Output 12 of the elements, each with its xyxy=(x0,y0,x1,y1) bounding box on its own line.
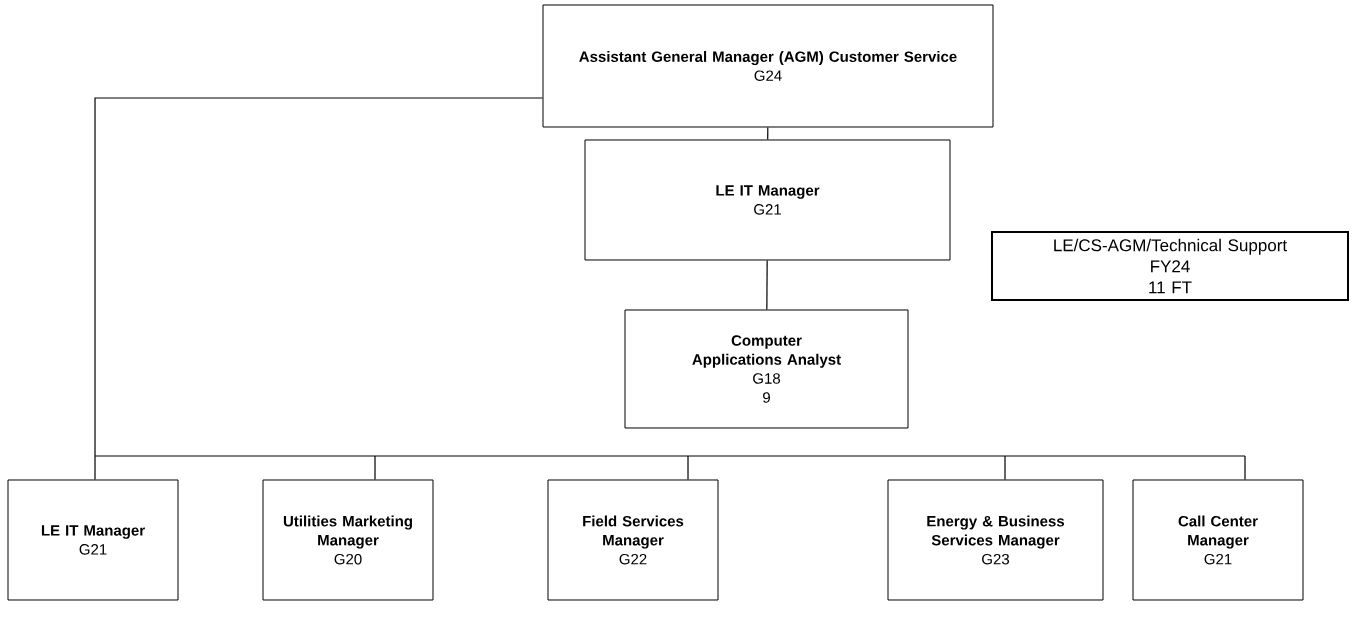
position-box: LE IT Manager G21 xyxy=(584,139,951,261)
position-box: Energy & Business Services Manager G23 xyxy=(887,479,1104,601)
position-box: Field Services Manager G22 xyxy=(547,479,719,601)
position-box: Assistant General Manager (AGM) Customer Service G24 xyxy=(542,4,994,128)
position-box: LE IT Manager G21 xyxy=(7,479,179,601)
info-box: LE/CS-AGM/Technical Support FY24 11 FT xyxy=(991,231,1349,301)
connector-line xyxy=(766,259,768,311)
position-box: Computer Applications Analyst G18 9 xyxy=(624,309,909,429)
connector-line xyxy=(767,126,769,141)
connector-line xyxy=(94,97,1246,481)
position-box: Utilities Marketing Manager G20 xyxy=(262,479,434,601)
position-box: Call Center Manager G21 xyxy=(1132,479,1304,601)
